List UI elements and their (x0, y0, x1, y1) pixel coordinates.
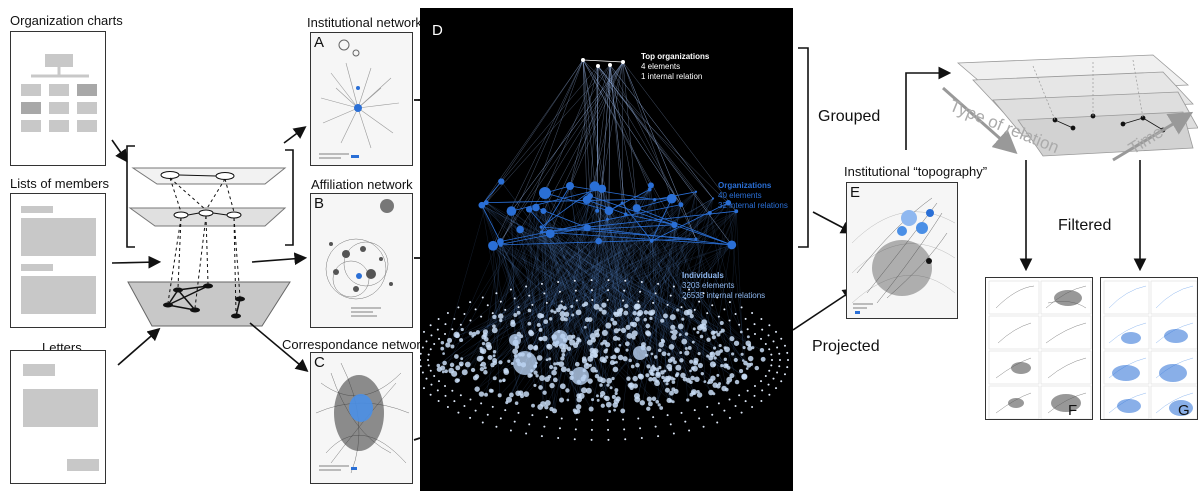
organizations-title: Organizations (718, 181, 772, 190)
lists-of-members-label: Lists of members (10, 176, 109, 191)
organizations-elements: 40 elements (718, 191, 762, 200)
layer-stack-diagram (111, 99, 420, 373)
topography-graphic (851, 197, 956, 314)
org-chart-icon (21, 54, 97, 132)
individuals-relations: 26535 internal relations (682, 291, 766, 300)
panel-e-letter: E (850, 184, 861, 201)
panel-e-institutional-topography (846, 182, 958, 319)
top-orgs-relations: 1 internal relation (641, 72, 703, 81)
panel-g-letter: G (1178, 402, 1190, 419)
institutional-topography-title: Institutional “topography” (844, 164, 988, 179)
panel-c-correspondance-network (310, 352, 413, 484)
grouped-label: Grouped (818, 108, 881, 125)
projected-label: Projected (812, 338, 880, 355)
panel-a-institutional-network (310, 32, 413, 166)
individuals-title: Individuals (682, 271, 724, 280)
panel-d-letter: D (432, 22, 443, 39)
panel-b-affiliation-network (310, 193, 413, 328)
affiliation-network-title: Affiliation network (311, 177, 413, 192)
panel-b-letter: B (314, 195, 325, 212)
top-orgs-title: Top organizations (641, 52, 710, 61)
institutional-network-title: Institutional network (307, 15, 422, 30)
panel-d-multilayer-network: D Top organizations 4 elements 1 interna… (420, 8, 793, 491)
filtered-blue-grid-graphic (1103, 280, 1197, 419)
organizations-relations: 32 internal relations (718, 201, 788, 210)
correspondance-graph-graphic (315, 362, 410, 474)
panel-c-letter: C (314, 354, 325, 371)
filtered-label: Filtered (1058, 217, 1112, 234)
right-flow-diagram (793, 47, 1198, 331)
members-list-document (10, 193, 106, 328)
correspondance-network-title: Correspondance network (282, 337, 428, 352)
letters-document (10, 350, 106, 484)
individuals-elements: 3203 elements (682, 281, 735, 290)
panel-g-filtered-grid (1100, 277, 1198, 420)
org-chart-document (10, 31, 106, 166)
panel-f-letter: F (1068, 402, 1078, 419)
multilayer-network-graphic (420, 58, 789, 441)
org-charts-label: Organization charts (10, 13, 123, 28)
panel-f-filtered-grid (985, 277, 1093, 420)
radial-tree-graphic (319, 39, 400, 159)
panel-a-letter: A (314, 34, 325, 51)
top-orgs-elements: 4 elements (641, 62, 681, 71)
filtered-grid-graphic (988, 280, 1092, 419)
affiliation-graph-graphic (325, 199, 394, 317)
